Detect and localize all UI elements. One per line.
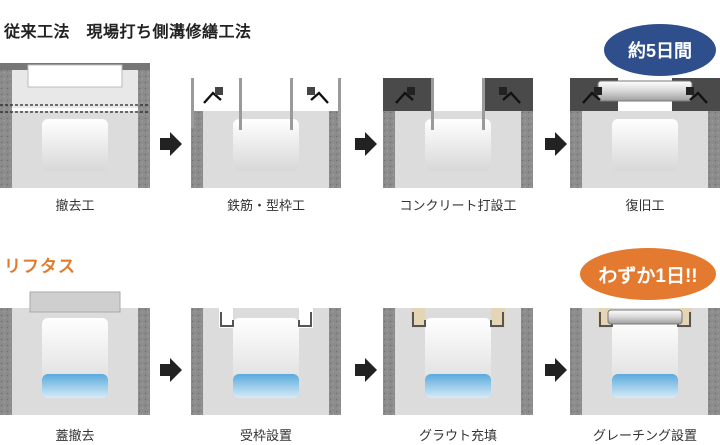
step-panel-lid-removal — [0, 290, 150, 415]
step-label-grout-filling: グラウト充填 — [418, 428, 497, 443]
conventional-method-title: 従来工法 現場打ち側溝修繕工法 — [4, 24, 252, 41]
step-panel-grating-installation — [570, 290, 720, 415]
step-label-restoration: 復旧工 — [625, 198, 665, 213]
liftas-method-title: リフタス — [4, 257, 76, 276]
duration-badge-conventional: 約5日間 — [604, 24, 716, 76]
step-label-grating-installation: グレーチング設置 — [592, 428, 697, 443]
step-panel-grout-filling — [383, 290, 533, 415]
step-label-concrete-pour: コンクリート打設工 — [399, 198, 517, 213]
step-label-frame-installation: 受枠設置 — [239, 428, 292, 443]
arrow-right-icon — [160, 358, 182, 382]
arrow-right-icon — [355, 132, 377, 156]
step-panel-frame-installation — [191, 290, 341, 415]
step-panel-concrete-pour — [383, 63, 533, 188]
step-label-lid-removal: 蓋撤去 — [55, 428, 95, 443]
step-label-rebar-formwork: 鉄筋・型枠工 — [226, 198, 305, 213]
arrow-right-icon — [545, 358, 567, 382]
step-panel-removal — [0, 63, 150, 188]
step-label-removal: 撤去工 — [55, 198, 95, 213]
duration-badge-liftas: わずか1日!! — [580, 248, 716, 300]
step-panel-restoration — [570, 63, 720, 188]
arrow-right-icon — [355, 358, 377, 382]
arrow-right-icon — [160, 132, 182, 156]
arrow-right-icon — [545, 132, 567, 156]
step-panel-rebar-formwork — [191, 63, 341, 188]
